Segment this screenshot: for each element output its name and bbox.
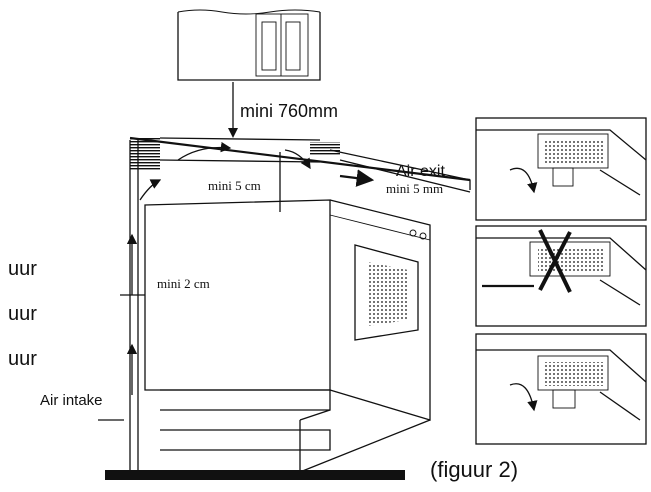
clearance-top-label: mini 760mm xyxy=(240,101,338,121)
upper-cabinet xyxy=(177,9,321,81)
kitchen-cabinet xyxy=(129,136,471,480)
side-fragment: uur xyxy=(8,348,37,370)
detail-panel-incorrect xyxy=(475,225,647,327)
exit-gap-label: mini 5 mm xyxy=(386,181,443,196)
clearance-gap-label: mini 5 cm xyxy=(208,178,261,193)
side-fragment: uur xyxy=(8,303,37,325)
air-intake-label: Air intake xyxy=(40,392,103,409)
side-fragment: uur xyxy=(8,258,37,280)
clearance-arrow xyxy=(228,82,238,138)
oven xyxy=(144,199,431,473)
detail-panel-correct xyxy=(475,117,647,221)
figure-caption: (figuur 2) xyxy=(430,457,518,482)
airflow-arrows xyxy=(120,141,375,395)
floor xyxy=(105,470,405,480)
side-gap-label: mini 2 cm xyxy=(157,276,210,291)
detail-panel-correct-2 xyxy=(475,333,647,445)
air-exit-label: Air exit xyxy=(396,163,445,180)
